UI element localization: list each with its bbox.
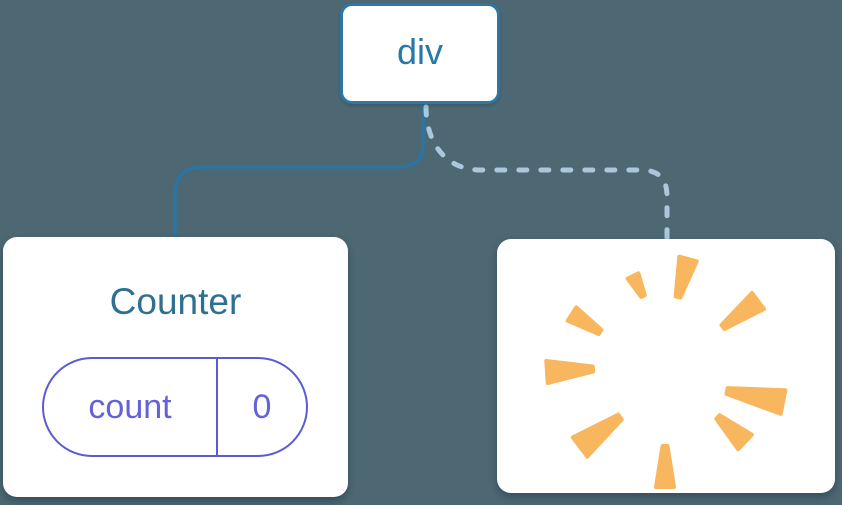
- starburst-ray: [719, 291, 766, 331]
- counter-title: Counter: [109, 281, 242, 322]
- starburst-ray: [714, 413, 754, 452]
- starburst-ray: [625, 271, 647, 299]
- removed-component-card: [497, 239, 835, 493]
- state-value-cell: 0: [252, 388, 272, 426]
- connector-dashed-line: [423, 104, 670, 242]
- starburst-ray: [724, 386, 788, 416]
- starburst-ray: [565, 305, 604, 337]
- state-key-cell: count: [44, 359, 218, 455]
- counter-component-card: Counter count 0: [3, 237, 348, 497]
- connector-solid-line: [173, 104, 425, 238]
- starburst-poof-icon: [544, 254, 788, 489]
- root-node-label: div: [396, 30, 444, 72]
- state-pill: count 0: [42, 357, 308, 457]
- starburst-ray: [654, 444, 676, 489]
- starburst-ray: [673, 254, 699, 300]
- starburst-ray: [544, 359, 596, 385]
- starburst-ray: [570, 412, 624, 459]
- root-node-div: div: [340, 3, 500, 104]
